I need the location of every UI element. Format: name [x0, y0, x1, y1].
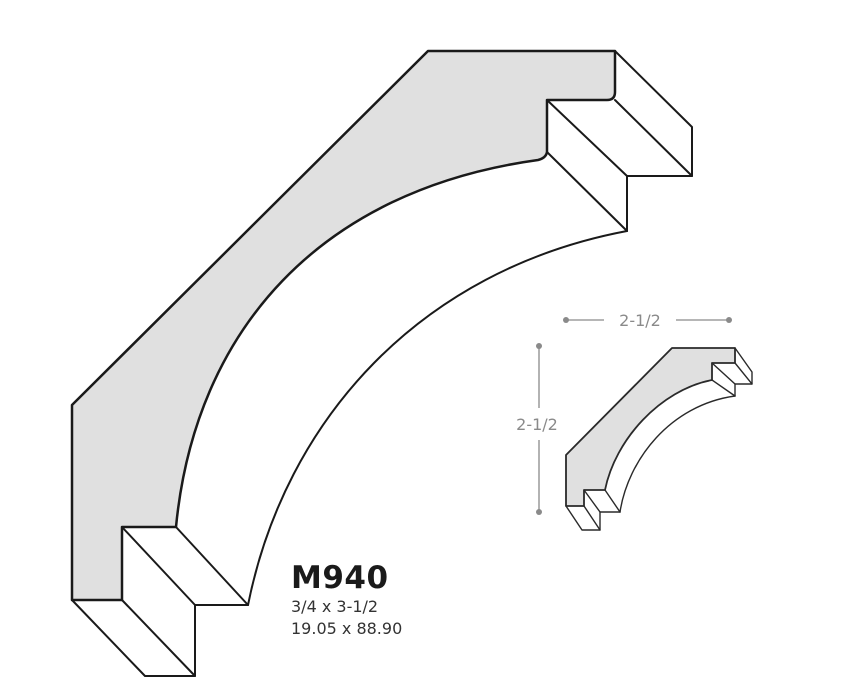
height-dimension-label: 2-1/2	[516, 415, 558, 434]
large-profile-face	[70, 49, 617, 602]
product-info: M940 3/4 x 3-1/2 19.05 x 88.90	[291, 560, 402, 640]
width-dimension-label: 2-1/2	[619, 311, 661, 330]
detail-profile	[565, 347, 753, 531]
size-metric: 19.05 x 88.90	[291, 619, 403, 638]
height-dimension	[536, 343, 542, 515]
model-name: M940	[291, 560, 389, 596]
width-dimension	[563, 317, 732, 323]
size-imperial: 3/4 x 3-1/2	[291, 597, 379, 616]
detail-profile-face	[565, 347, 736, 507]
large-profile-extrusion	[71, 50, 693, 677]
